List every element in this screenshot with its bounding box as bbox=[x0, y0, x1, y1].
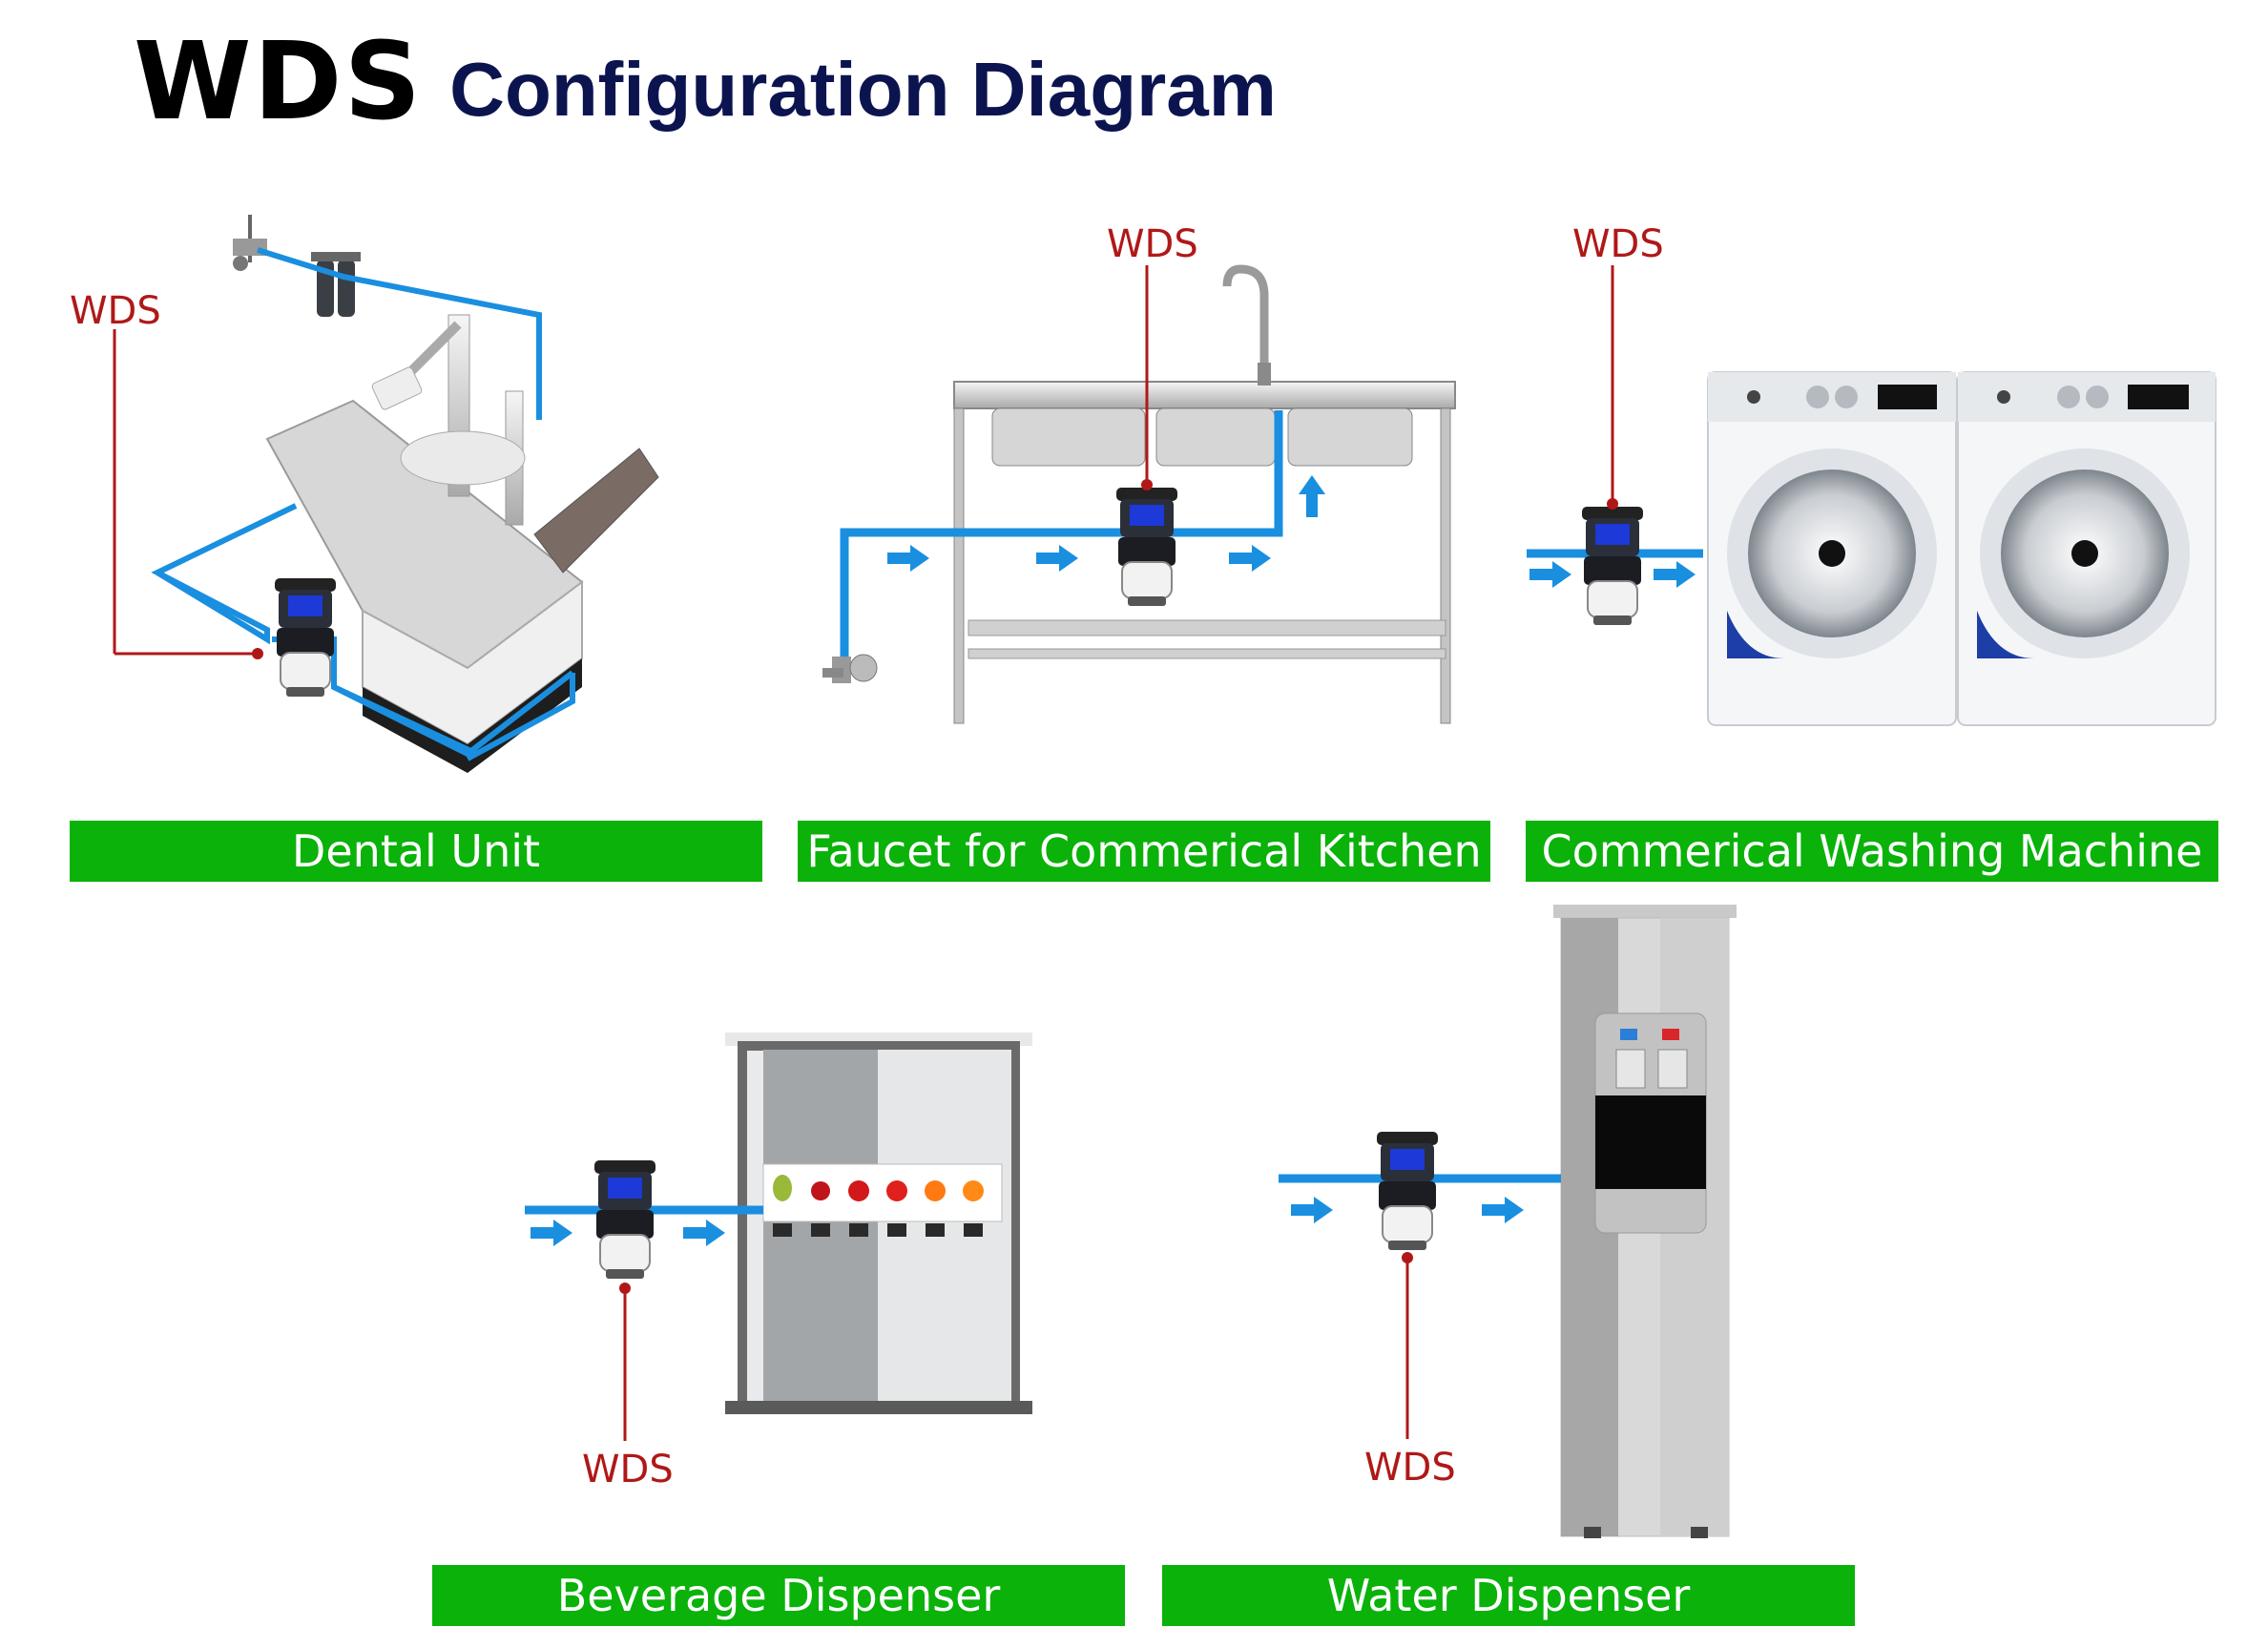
angle-valve-icon bbox=[822, 654, 878, 683]
water-dispenser-illustration bbox=[1279, 905, 1737, 1538]
washing-machine-2 bbox=[1957, 371, 2216, 726]
label-beverage-dispenser: Beverage Dispenser bbox=[432, 1565, 1125, 1626]
kitchen-wds-device-icon bbox=[1115, 487, 1178, 607]
washing-wds-label: WDS bbox=[1572, 222, 1664, 266]
kitchen-sink-illustration bbox=[822, 264, 1456, 724]
page-title: WDS Configuration Diagram bbox=[134, 21, 1277, 136]
beverage-wds-device-icon bbox=[593, 1159, 656, 1280]
washing-machine-1 bbox=[1707, 371, 1957, 726]
dental-monitor bbox=[533, 448, 659, 574]
fruit-icons bbox=[773, 1175, 984, 1201]
title-brand: WDS bbox=[134, 20, 424, 144]
water-inlet-valve-icon bbox=[233, 215, 267, 271]
hot-water-button bbox=[1662, 1029, 1679, 1040]
title-subtitle: Configuration Diagram bbox=[449, 47, 1277, 132]
beverage-dispenser-illustration bbox=[525, 1033, 1032, 1441]
washing-wds-device-icon bbox=[1581, 506, 1644, 626]
cold-water-button bbox=[1620, 1029, 1637, 1040]
label-water-dispenser: Water Dispenser bbox=[1162, 1565, 1855, 1626]
washing-machines-illustration bbox=[1527, 265, 2216, 726]
label-dental-unit: Dental Unit bbox=[70, 821, 762, 882]
water-wds-device-icon bbox=[1376, 1131, 1439, 1251]
beverage-wds-label: WDS bbox=[582, 1448, 674, 1492]
dental-wds-label: WDS bbox=[70, 289, 161, 333]
kitchen-wds-label: WDS bbox=[1107, 222, 1198, 266]
label-kitchen-faucet: Faucet for Commerical Kitchen bbox=[798, 821, 1490, 882]
dental-wds-device-icon bbox=[274, 577, 337, 698]
pre-filter-icon bbox=[311, 252, 361, 317]
water-wds-label: WDS bbox=[1364, 1446, 1456, 1490]
dental-unit-illustration bbox=[113, 215, 659, 773]
label-washing-machine: Commerical Washing Machine bbox=[1526, 821, 2218, 882]
